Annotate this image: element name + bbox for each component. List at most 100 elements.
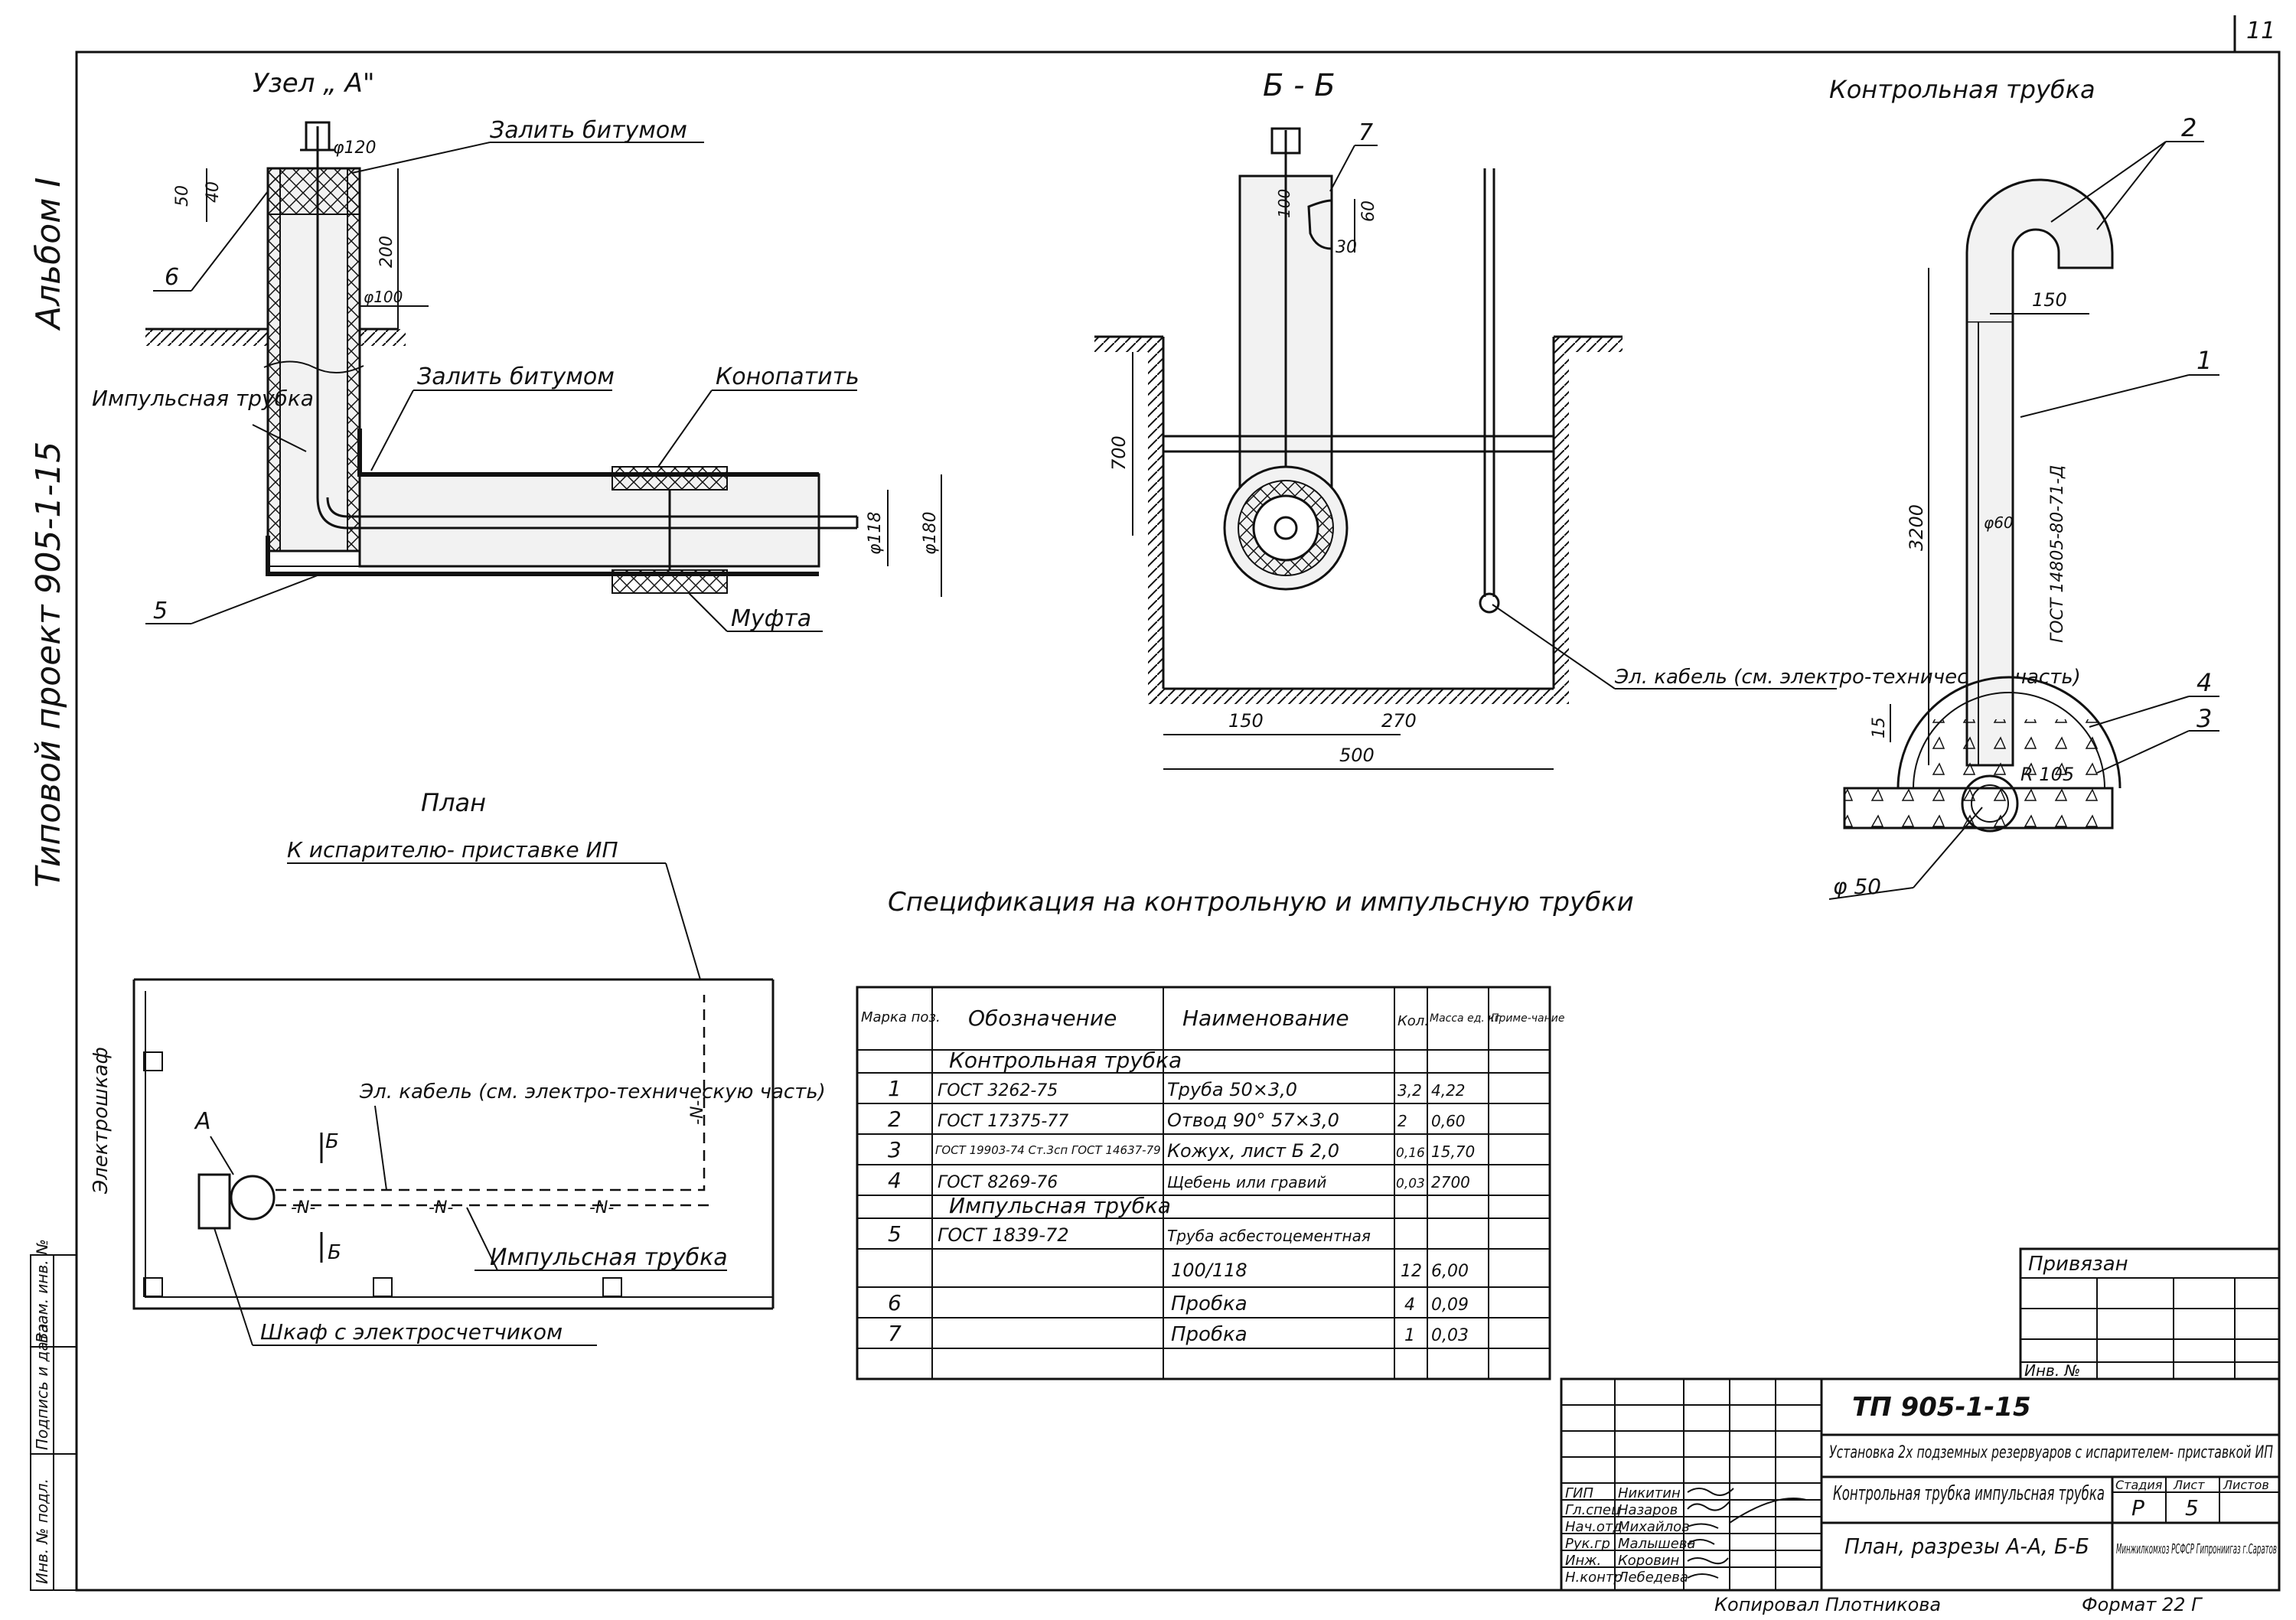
title-block: ГИП Гл.спец Нач.отд Рук.гр Инж. Н.контр … xyxy=(1560,1377,2281,1615)
page-number: 11 xyxy=(2246,18,2275,44)
spec-r2-pos: 2 xyxy=(888,1107,902,1132)
tb-org: Минжилкомхоз РСФСР Гипрониигаз г.Саратов xyxy=(2116,1541,2277,1557)
plan-drawing: План К испарителю- приставке ИП Б Б -N- … xyxy=(90,788,826,1346)
tb-stage-label: Стадия xyxy=(2115,1478,2163,1492)
spec-r6-mass: 6,00 xyxy=(1431,1262,1469,1281)
spec-r8-mass: 0,03 xyxy=(1431,1326,1469,1345)
plan-to-evaporator: К испарителю- приставке ИП xyxy=(287,837,618,862)
node-a-dim-7: φ180 xyxy=(921,511,940,555)
control-tube-pos-3: 3 xyxy=(2197,704,2212,733)
stamp-cell-1: Инв. № подл. xyxy=(33,1478,51,1584)
spec-r5-name: Труба асбестоцементная xyxy=(1167,1227,1371,1245)
plan-cable-mark-3: -N- xyxy=(589,1198,614,1217)
project-label: Типовой проект 905-1-15 xyxy=(29,442,68,888)
section-bb-drawing: Б - Б 7 Эл xyxy=(1094,68,2081,770)
section-bb-dim-1: 100 xyxy=(1275,189,1293,218)
plan-cable-note: Эл. кабель (см. электро-техническую част… xyxy=(359,1081,826,1103)
tb-role-4: Рук.гр xyxy=(1565,1536,1610,1552)
binding-inv: Инв. № xyxy=(2024,1361,2080,1380)
tb-sheet-label: Лист xyxy=(2173,1478,2205,1492)
tb-doc-code: ТП 905-1-15 xyxy=(1852,1392,2031,1423)
control-tube-dim-3: φ60 xyxy=(1984,513,2014,532)
spec-r1-mass: 4,22 xyxy=(1431,1081,1466,1100)
tb-format: Формат 22 Г xyxy=(2082,1594,2203,1615)
tb-signature-flourish xyxy=(1729,1498,1807,1524)
spec-group-1: Контрольная трубка xyxy=(949,1048,1182,1073)
plan-cut-label-top: Б xyxy=(325,1130,339,1153)
node-a-dim-4: 200 xyxy=(377,236,396,268)
spec-r3-mass: 15,70 xyxy=(1431,1142,1475,1161)
album-label: Альбом I xyxy=(29,178,68,331)
side-stamp: Инв. № подл. Подпись и дата Взам. инв. № xyxy=(30,1239,77,1591)
spec-header-name: Наименование xyxy=(1182,1006,1349,1031)
tb-sheet-title: Контрольная трубка импульсная трубка xyxy=(1833,1482,2105,1505)
control-tube-pos-4: 4 xyxy=(2197,668,2212,697)
control-tube-dim-1: 150 xyxy=(2032,289,2067,311)
control-tube-pos-1: 1 xyxy=(2197,346,2212,375)
plan-cabinet: Электрошкаф xyxy=(90,1047,113,1195)
plan-cable-mark-2: -N- xyxy=(429,1198,453,1217)
tb-role-5: Инж. xyxy=(1565,1553,1601,1569)
tb-name-5: Коровин xyxy=(1618,1553,1680,1569)
section-bb-dim-5: 150 xyxy=(1228,710,1264,732)
section-bb-pos-7: 7 xyxy=(1358,119,1373,146)
node-a-coupling: Муфта xyxy=(731,605,811,632)
tb-sheet-subtitle: План, разрезы А-А, Б-Б xyxy=(1844,1534,2089,1559)
binding-box: Привязан Инв. № xyxy=(2019,1247,2281,1380)
plan-cut-label-bottom: Б xyxy=(328,1241,341,1264)
node-a-dim-2: 50 xyxy=(173,185,192,207)
spec-r7-name: Пробка xyxy=(1171,1292,1247,1315)
node-a-impulse-tube: Импульсная трубка xyxy=(92,386,314,411)
spec-r2-mass: 0,60 xyxy=(1431,1112,1466,1130)
tb-copier: Копировал Плотникова xyxy=(1714,1594,1941,1615)
node-a-pos-5: 5 xyxy=(153,598,168,624)
spec-r8-name: Пробка xyxy=(1171,1323,1247,1346)
spec-r4-name: Щебень или гравий xyxy=(1167,1173,1326,1191)
plan-cable-mark-1: -N- xyxy=(291,1198,315,1217)
spec-table: Спецификация на контрольную и импульсную… xyxy=(856,887,1634,1380)
tb-role-2: Гл.спец xyxy=(1565,1502,1620,1518)
binding-title: Привязан xyxy=(2028,1253,2128,1276)
spec-title: Спецификация на контрольную и импульсную… xyxy=(888,887,1634,918)
spec-r4-mass: 2700 xyxy=(1431,1173,1470,1191)
control-tube-drawing: Контрольная трубка 150 3200 φ60 15 R 105… xyxy=(1828,75,2219,900)
spec-r6-qty: 12 xyxy=(1401,1262,1422,1281)
spec-r4-qty: 0,03 xyxy=(1396,1176,1425,1191)
tb-name-3: Михайлов xyxy=(1618,1519,1690,1535)
tb-name-1: Никитин xyxy=(1618,1485,1681,1501)
spec-r7-mass: 0,09 xyxy=(1431,1296,1469,1315)
node-a-drawing: Узел „ А" xyxy=(92,68,942,632)
spec-r1-code: ГОСТ 3262-75 xyxy=(938,1081,1058,1100)
node-a-dim-1: φ120 xyxy=(333,139,377,158)
tb-stage: Р xyxy=(2131,1495,2144,1521)
spec-r1-qty: 3,2 xyxy=(1397,1081,1422,1100)
control-tube-pos-2: 2 xyxy=(2181,113,2197,142)
spec-r1-name: Труба 50×3,0 xyxy=(1167,1079,1297,1100)
sheet-frame xyxy=(75,51,2281,1592)
spec-r4-pos: 4 xyxy=(888,1168,902,1193)
tb-project-name: Установка 2х подземных резервуаров с исп… xyxy=(1829,1443,2273,1462)
node-a-fill-bitumen-top: Залить битумом xyxy=(490,117,687,144)
plan-cable-mark-4: -N- xyxy=(688,1100,707,1125)
spec-r6-name: 100/118 xyxy=(1171,1260,1247,1281)
section-bb-dim-4: 700 xyxy=(1108,435,1130,471)
spec-r7-qty: 4 xyxy=(1404,1296,1415,1315)
spec-header-code: Обозначение xyxy=(968,1006,1117,1031)
spec-r3-code: ГОСТ 19903-74 Ст.3сп ГОСТ 14637-79 xyxy=(935,1143,1161,1157)
section-bb-dim-2: 60 xyxy=(1359,200,1378,222)
node-a-dim-3: 40 xyxy=(204,181,223,203)
spec-header-pos: Марка поз. xyxy=(861,1009,941,1025)
spec-r2-code: ГОСТ 17375-77 xyxy=(938,1112,1068,1131)
spec-r5-code: ГОСТ 1839-72 xyxy=(938,1224,1069,1246)
control-tube-dim-4: 15 xyxy=(1870,717,1889,738)
spec-r8-qty: 1 xyxy=(1404,1326,1415,1345)
node-a-pos-6: 6 xyxy=(165,264,179,291)
tb-role-1: ГИП xyxy=(1565,1485,1593,1501)
tb-sheet: 5 xyxy=(2185,1495,2199,1521)
stamp-cell-3: Взам. инв. № xyxy=(33,1239,51,1343)
plan-node-label: А xyxy=(194,1108,211,1135)
control-tube-dim-5: R 105 xyxy=(2020,764,2074,785)
section-bb-dim-3: 30 xyxy=(1336,238,1357,257)
node-a-title: Узел „ А" xyxy=(253,68,375,99)
